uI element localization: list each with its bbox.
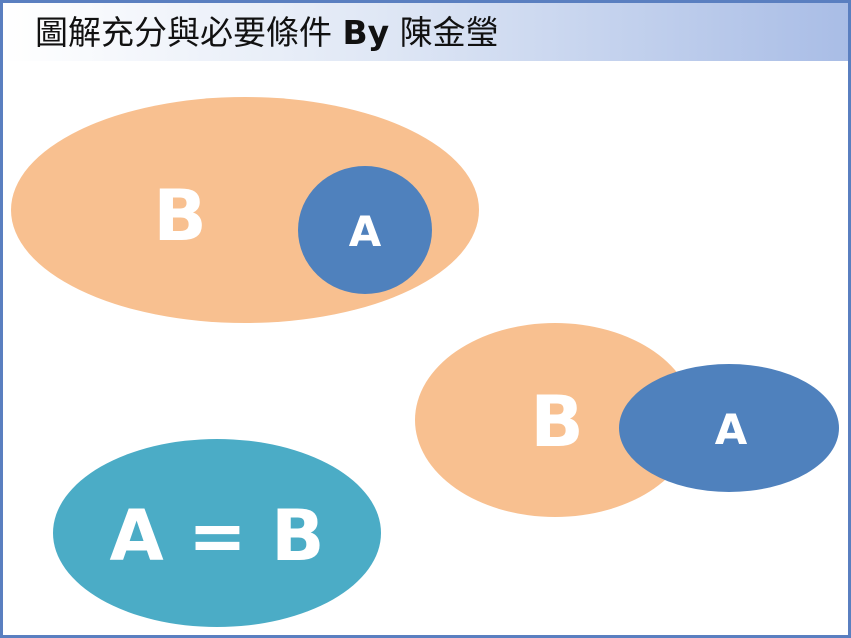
subset-outer-label: B bbox=[153, 175, 206, 257]
title-main: 圖解充分與必要條件 bbox=[35, 13, 332, 52]
page-title: 圖解充分與必要條件 By 陳金瑩 bbox=[35, 11, 499, 55]
subset-inner-circle bbox=[298, 166, 432, 294]
equal-label: A = B bbox=[110, 495, 325, 577]
equal-diagram: A = B bbox=[53, 439, 381, 627]
overlap-right-label: A bbox=[715, 405, 748, 454]
subset-diagram: B A bbox=[11, 97, 479, 323]
title-by: By bbox=[342, 13, 390, 52]
overlap-right-ellipse bbox=[619, 364, 839, 492]
overlap-diagram: B A bbox=[415, 323, 839, 517]
overlap-left-label: B bbox=[530, 381, 583, 463]
equal-ellipse bbox=[53, 439, 381, 627]
title-author: 陳金瑩 bbox=[399, 13, 499, 52]
overlap-left-ellipse bbox=[415, 323, 695, 517]
subset-inner-label: A bbox=[349, 207, 382, 256]
title-bar: 圖解充分與必要條件 By 陳金瑩 bbox=[3, 3, 848, 61]
